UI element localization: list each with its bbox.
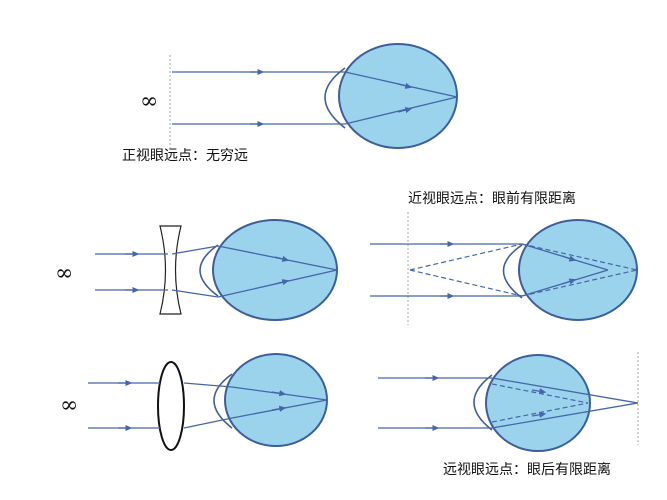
myopia-panel: 近视眼远点：眼前有限距离: [370, 190, 638, 325]
refracted-ray-bottom: [491, 402, 639, 429]
inner-arrow-top: [271, 390, 287, 397]
inner-arrow-top: [274, 255, 290, 262]
diverged-ray-top: [171, 245, 219, 255]
cornea-curve: [473, 374, 493, 431]
dashed-ray-bottom: [409, 269, 523, 297]
inner-arrow-top: [561, 255, 577, 262]
inner-arrow-bottom: [271, 405, 287, 412]
caption: 近视眼远点：眼前有限距离: [408, 190, 576, 207]
caption: 远视眼远点：眼后有限距离: [443, 461, 611, 478]
emmetropia-panel: ∞ 正视眼远点：无穷远: [122, 43, 458, 164]
converged-ray-top: [183, 382, 233, 388]
inner-arrow-bottom: [531, 411, 547, 418]
infinity-symbol: ∞: [55, 261, 73, 286]
converged-ray-bottom: [183, 417, 233, 429]
infinity-symbol: ∞: [60, 393, 78, 418]
inner-arrow-top: [531, 388, 547, 395]
eyeball: [338, 43, 458, 149]
hyperopia-corrected-panel: ∞: [60, 353, 328, 451]
eyeball: [485, 354, 591, 452]
eyeball: [212, 219, 338, 321]
infinity-symbol: ∞: [140, 89, 158, 114]
dashed-ray-extension-bottom: [521, 269, 638, 297]
convex-lens: [157, 361, 185, 451]
cornea-curve: [502, 244, 523, 299]
inner-arrow-top: [397, 82, 413, 89]
hyperopia-panel: 远视眼远点：眼后有限距离: [378, 352, 639, 478]
inner-arrow-bottom: [397, 107, 413, 114]
diverged-ray-bottom: [171, 289, 219, 298]
refracted-ray-top: [491, 377, 639, 404]
dashed-ray-top: [409, 243, 523, 271]
cornea-curve: [324, 67, 346, 129]
dashed-ray-extension-top: [521, 243, 638, 271]
concave-lens: [159, 225, 182, 315]
myopia-corrected-panel: ∞: [55, 219, 338, 321]
eyeball: [224, 353, 328, 447]
eyeball: [518, 219, 638, 321]
caption: 正视眼远点：无穷远: [122, 148, 248, 164]
inner-arrow-bottom: [561, 278, 577, 285]
cornea-curve: [213, 373, 233, 429]
refracted-ray-bottom: [344, 96, 458, 125]
inner-arrow-bottom: [274, 279, 290, 286]
cornea-curve: [199, 244, 219, 297]
